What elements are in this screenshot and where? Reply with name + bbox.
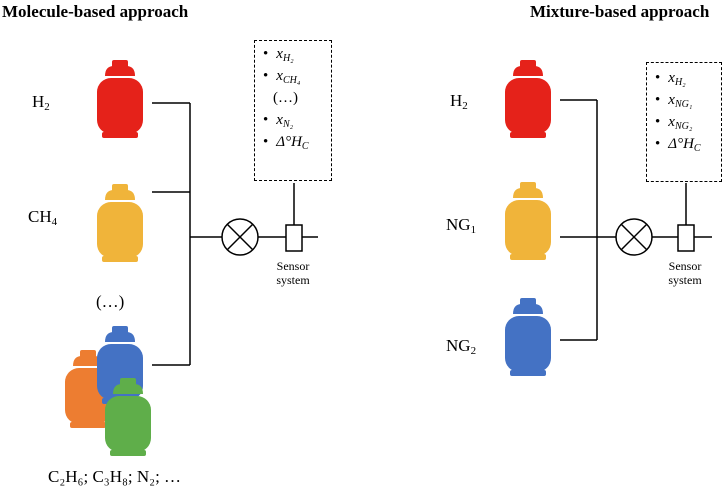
output-subscript: H₂ [282,53,294,64]
output-item: •Δ°HC [263,134,309,152]
sensor-icon [285,224,303,252]
gas-cylinder-icon [97,184,143,262]
output-subscript: NG₂ [674,121,693,132]
output-subscript: C [301,141,309,152]
output-subscript: NG₁ [674,99,693,110]
output-list: •xH₂ •xCH₄ (…) •xN₂ •Δ°HC [263,43,331,153]
gas-label-main: CH [28,207,52,226]
sensor-system-label: Sensor system [650,259,720,287]
mixing-valve-icon [221,218,259,256]
output-ellipsis: (…) [273,90,298,106]
gas-cylinder-icon [505,60,551,138]
gas-label-main: NG [446,336,471,355]
left-panel-title: Molecule-based approach [2,2,189,21]
gas-label-ng1: NG1 [446,216,476,236]
output-symbol: x [276,68,283,84]
gas-label-ng2: NG2 [446,337,476,357]
output-symbol: x [668,70,675,86]
output-item: •xNG₁ [655,92,693,110]
sensor-system-label: Sensor system [258,259,328,287]
sensor-label-line2: system [276,273,310,287]
output-item: •xH₂ [655,70,686,88]
output-item: •xH₂ [263,46,294,64]
gas-cylinder-icon [505,182,551,260]
output-subscript: H₂ [674,77,686,88]
gas-cylinder-icon [97,60,143,138]
output-item: •xN₂ [263,112,294,130]
output-symbol: Δ°H [668,136,694,152]
output-item: •Δ°HC [655,136,701,154]
output-item: (…) [263,87,331,109]
sensor-label-line2: system [668,273,702,287]
left-piping [152,102,318,366]
output-box: •xH₂ •xNG₁ •xNG₂ •Δ°HC [646,62,722,182]
gas-label-h2: H2 [32,93,50,113]
sensor-label-line1: Sensor [276,259,310,273]
output-symbol: x [668,92,675,108]
output-symbol: x [276,112,283,128]
sensor-label-line1: Sensor [668,259,702,273]
gas-cylinder-icon [505,298,551,376]
output-item: •xNG₂ [655,114,693,132]
output-box: •xH₂ •xCH₄ (…) •xN₂ •Δ°HC [254,40,332,181]
gas-label-main: H [450,91,463,110]
ellipsis-label: (…) [96,292,125,311]
output-symbol: x [276,46,283,62]
gas-label-main: H [32,92,45,111]
mixing-valve-icon [615,218,653,256]
right-panel-title: Mixture-based approach [530,2,710,21]
output-item: •xCH₄ [263,68,301,86]
output-subscript: CH₄ [282,75,301,86]
right-piping [560,99,712,341]
gas-label-sub: 2 [44,101,50,113]
output-subscript: N₂ [282,119,294,130]
output-subscript: C [693,143,701,154]
sensor-icon [677,224,695,252]
gas-label-sub: 4 [51,216,58,228]
output-symbol: Δ°H [276,134,302,150]
gas-label-h2: H2 [450,92,468,112]
gas-label-ch4: CH4 [28,208,57,228]
output-list: •xH₂ •xNG₁ •xNG₂ •Δ°HC [655,67,721,155]
gas-label-sub: 1 [470,224,477,236]
gas-label-sub: 2 [470,345,477,357]
gas-label-sub: 2 [462,100,468,112]
output-symbol: x [668,114,675,130]
other-gases-label: C₂H₆; C₃H₈; N₂; … [48,467,182,486]
gas-label-main: NG [446,215,471,234]
